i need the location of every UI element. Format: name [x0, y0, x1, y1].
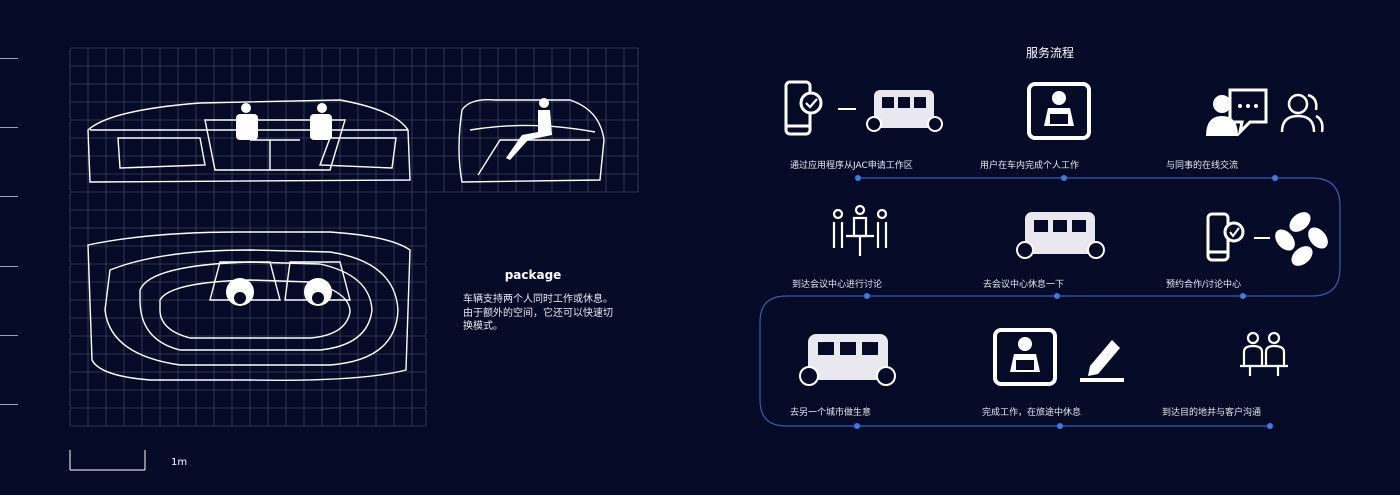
scale-bar	[69, 450, 146, 471]
seated-person	[506, 98, 552, 160]
meeting-icon	[832, 204, 888, 256]
vehicle-front-view	[458, 99, 605, 183]
users-icon	[1280, 93, 1324, 133]
step-label: 通过应用程序从JAC申请工作区	[790, 161, 913, 171]
worker-at-desk-icon	[1027, 82, 1091, 140]
chat-user-icon	[1206, 88, 1268, 137]
service-flow-title: 服务流程	[1025, 46, 1074, 60]
client-meeting-icon	[1240, 331, 1288, 376]
worker-at-desk-icon	[993, 328, 1057, 386]
vehicle-top-view	[87, 231, 411, 381]
passengers-side-view	[236, 103, 332, 140]
flow-line	[759, 177, 1341, 427]
step-label: 预约合作/讨论中心	[1166, 280, 1242, 290]
pen-icon	[1080, 340, 1124, 382]
jac-logo-icon	[1275, 212, 1328, 266]
step-label: 到达目的地并与客户沟通	[1162, 408, 1262, 418]
step-label: 去会议中心休息一下	[983, 280, 1065, 290]
phone-check-icon	[1206, 212, 1245, 262]
step-label: 到达会议中心进行讨论	[792, 280, 883, 290]
step-label: 去另一个城市做生意	[790, 408, 872, 418]
vehicle-icon	[1016, 212, 1105, 259]
phone-check-icon	[784, 80, 823, 136]
vehicle-icon	[799, 334, 896, 386]
package-description: 车辆支持两个人同时工作或休息。由于额外的空间，它还可以快速切换模式。	[463, 294, 613, 332]
blueprint-grid	[69, 47, 639, 427]
passenger-heads-top-view	[234, 292, 324, 304]
step-label: 与同事的在线交流	[1166, 161, 1239, 171]
vehicle-side-view	[87, 99, 411, 183]
step-label: 用户在车内完成个人工作	[980, 161, 1080, 171]
step-label: 完成工作，在旅途中休息	[982, 408, 1082, 418]
flow-nodes	[854, 175, 1278, 429]
package-title: package	[504, 268, 562, 282]
vehicle-icon	[866, 90, 943, 132]
scale-label: 1m	[171, 457, 188, 468]
